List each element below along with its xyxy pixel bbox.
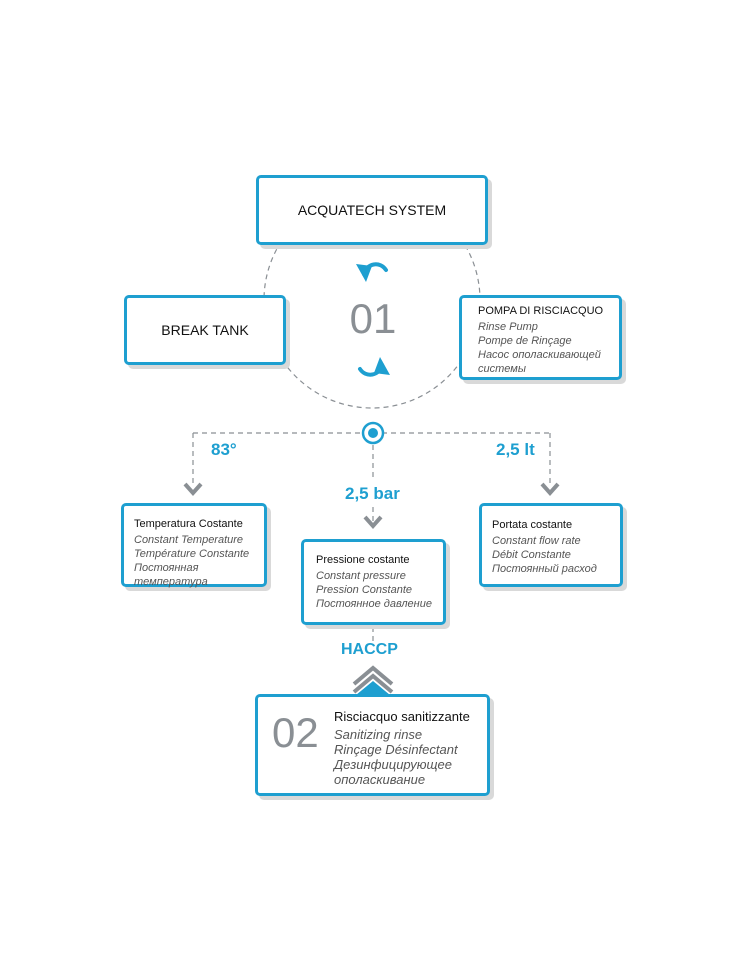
pressure-line: Constant pressure [316,570,406,582]
step-one-number: 01 [349,295,397,342]
rotate-counterclockwise-icon [356,262,388,282]
break-tank-box: BREAK TANK [124,295,286,365]
break-tank-label: BREAK TANK [161,322,249,338]
temperature-value: 83° [211,440,237,459]
rinse-pump-line: Pompe de Rinçage [478,335,572,347]
flow-box: Portata costante Constant flow rate Débi… [479,503,623,587]
pressure-value: 2,5 bar [345,484,400,503]
chevron-down-icon [363,515,383,530]
acquatech-system-label: ACQUATECH SYSTEM [297,202,447,218]
pressure-title: Pressione costante [316,554,410,566]
temperature-line: Température Constante [134,548,250,560]
temperature-title: Temperatura Costante [134,518,243,530]
acquatech-system-box: ACQUATECH SYSTEM [256,175,488,245]
chevron-down-icon [540,482,560,497]
sanitizing-box: 02 Risciacquo sanitizzante Sanitizing ri… [255,694,490,796]
temperature-line: Постоянная температура [134,562,208,588]
chevron-down-icon [183,482,203,497]
sanitizing-title: Risciacquo sanitizzante [334,709,470,724]
rinse-pump-title: POMPA DI RISCIACQUO [478,305,604,317]
rinse-pump-line: Насос ополаскивающей системы [478,349,601,375]
haccp-label: HACCP [341,641,398,658]
rinse-pump-box: POMPA DI RISCIACQUO Rinse Pump Pompe de … [459,295,622,380]
temperature-line: Constant Temperature [134,534,244,546]
flow-line: Débit Constante [492,549,571,561]
pressure-line: Pression Constante [316,584,412,596]
sanitizing-line: Rinçage Désinfectant [334,742,458,757]
haccp-up-arrow-icon [352,665,394,695]
sanitizing-line: Дезинфицирующее ополаскивание [334,757,453,787]
temperature-box: Temperatura Costante Constant Temperatur… [121,503,267,588]
step-two-number: 02 [272,709,319,756]
pressure-box: Pressione costante Constant pressure Pre… [301,539,446,625]
sanitizing-line: Sanitizing rinse [334,727,423,742]
flow-title: Portata costante [492,519,573,531]
pressure-line: Постоянное давление [316,598,432,610]
flow-line: Constant flow rate [492,535,581,547]
flow-line: Постоянный расход [492,563,597,575]
distribution-node-dot [368,428,378,438]
flow-value: 2,5 lt [496,440,535,459]
sanitizing-text: Risciacquo sanitizzante Sanitizing rinse… [334,709,484,787]
rotate-clockwise-icon [358,357,390,377]
rinse-pump-line: Rinse Pump [478,321,538,333]
